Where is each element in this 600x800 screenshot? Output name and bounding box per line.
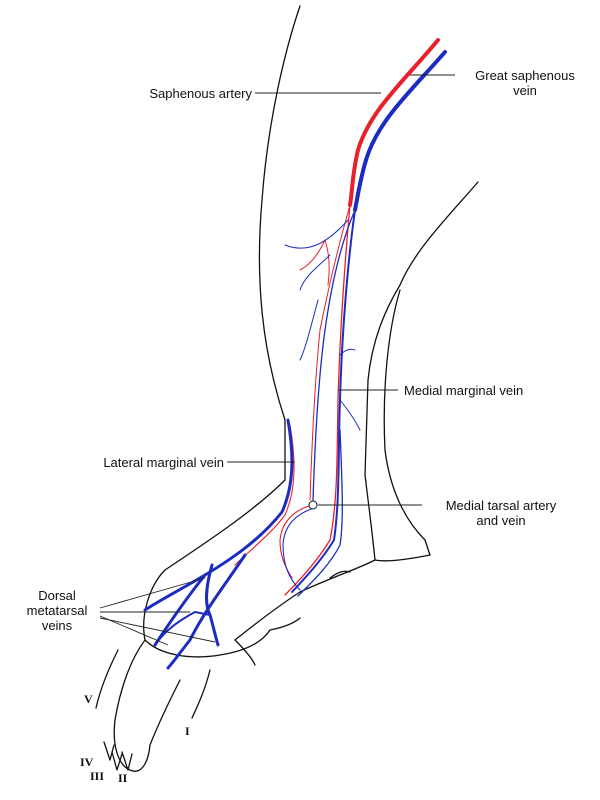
digit-label-ii: II [118, 771, 128, 785]
vein-cranial-branches [284, 219, 349, 361]
leader-dorsal-1 [99, 577, 206, 609]
hock-skin-fold [374, 289, 431, 562]
digit-label-v: V [84, 692, 93, 706]
artery-caudal-branch [284, 204, 351, 596]
leader-dorsal-3 [99, 615, 169, 646]
great-saphenous-vein-line [353, 50, 447, 212]
saphenous-artery-line [348, 38, 440, 207]
medial-marginal-vein-distal [297, 429, 343, 597]
digit-claw-iii [111, 751, 123, 771]
paw-outline [113, 639, 181, 772]
label-dorsal-line3: veins [41, 618, 73, 633]
digit-dewclaw [191, 669, 211, 719]
label-great-saphenous-vein-line2: vein [513, 83, 537, 98]
label-great-saphenous-vein: Great saphenous vein [460, 68, 590, 98]
limb-outline-lateral [164, 5, 301, 571]
metatarsal-pad [143, 569, 271, 658]
label-dorsal-line1: Dorsal [38, 588, 76, 603]
digit-label-i: I [185, 724, 190, 738]
dorsal-metatarsal-vein-2 [166, 553, 247, 670]
medial-tarsal-vessel-ring [308, 500, 318, 510]
lateral-marginal-artery [234, 424, 295, 566]
vein-cranial-trunk [312, 209, 356, 501]
digit-claw-ii [121, 751, 133, 771]
label-medial-marginal-vein: Medial marginal vein [404, 383, 524, 398]
leader-dorsal-4 [99, 617, 216, 643]
digit-claw-iv [103, 741, 115, 761]
medial-tarsal-vein-line [282, 507, 315, 591]
limb-outline-medial [234, 181, 479, 641]
paw-hair-edge [234, 570, 351, 666]
vein-caudal-trunk [291, 209, 356, 593]
artery-cranial-branch [309, 204, 351, 501]
label-medial-tarsal-line2: and vein [476, 513, 526, 528]
digit-label-iv: IV [80, 755, 94, 769]
label-dorsal-line2: metatarsal [26, 603, 88, 618]
digit-label-iii: III [90, 769, 105, 783]
vein-medial-twigs [339, 348, 361, 431]
label-saphenous-artery: Saphenous artery [149, 86, 252, 101]
lateral-marginal-vein-line [143, 418, 294, 612]
label-medial-tarsal-artery-vein: Medial tarsal artery and vein [426, 498, 576, 528]
label-dorsal-metatarsal-veins: Dorsal metatarsal veins [14, 588, 100, 633]
artery-small-fork [299, 239, 330, 286]
label-lateral-marginal-vein: Lateral marginal vein [103, 455, 224, 470]
digit-lateral [95, 649, 119, 709]
label-great-saphenous-vein-line1: Great saphenous [475, 68, 575, 83]
label-medial-tarsal-line1: Medial tarsal artery [445, 498, 557, 513]
